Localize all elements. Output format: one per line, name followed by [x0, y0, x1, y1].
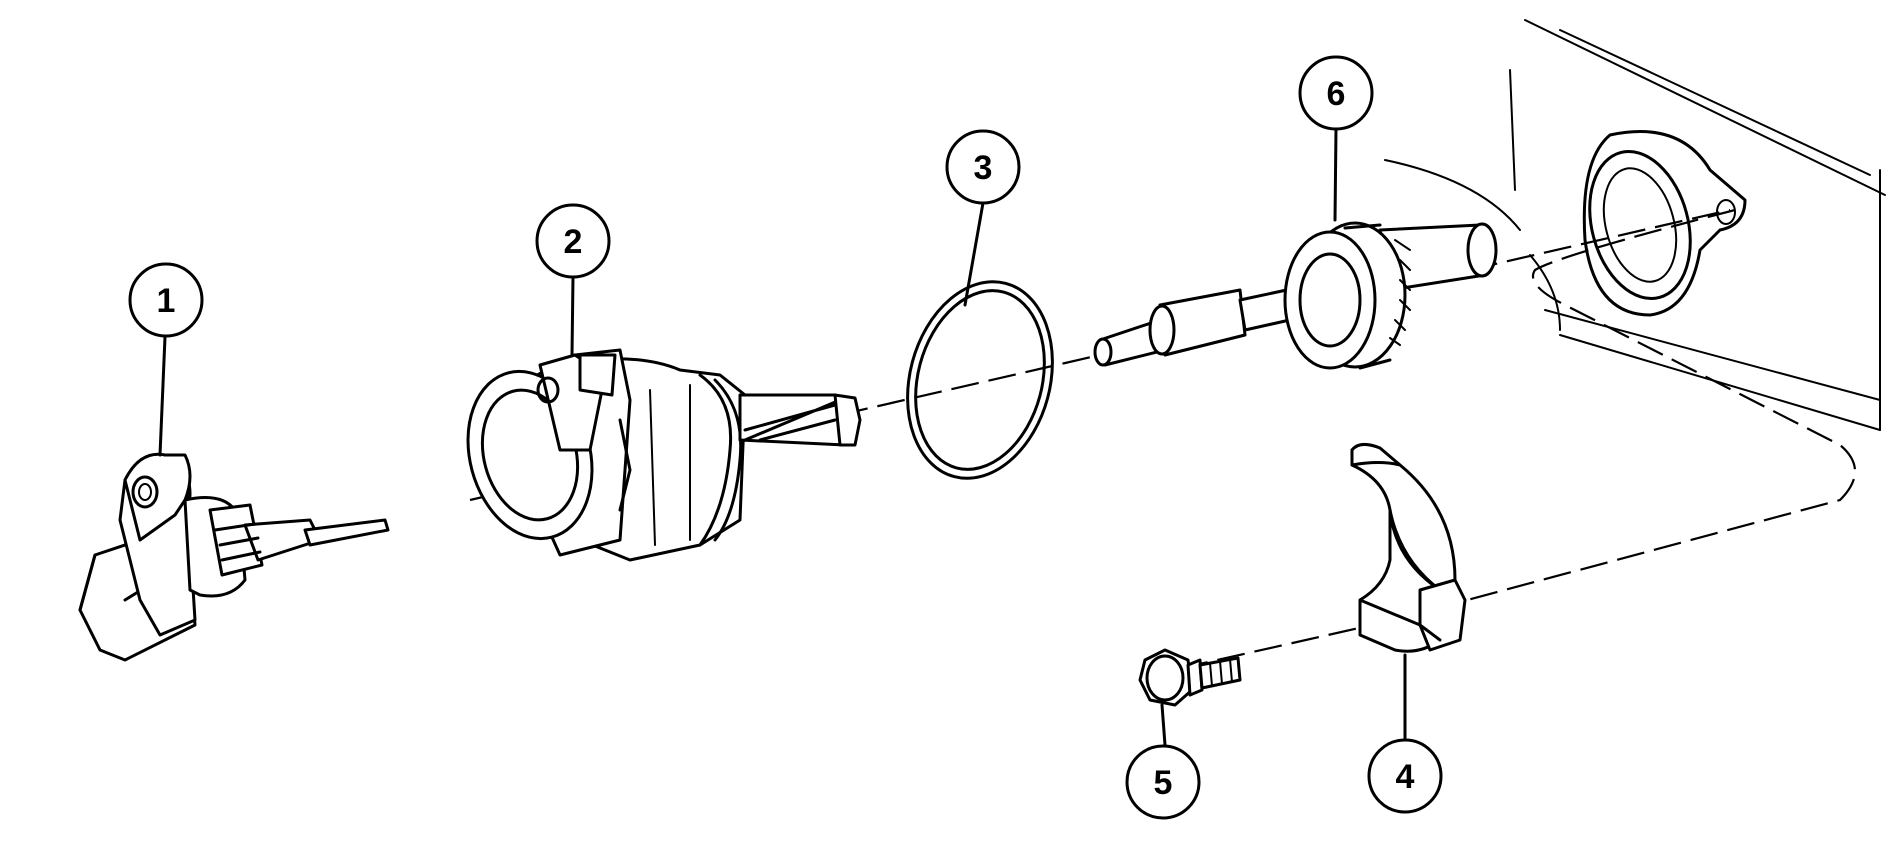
callout-6: 6 [1298, 55, 1374, 131]
speed-sensor-icon [78, 452, 390, 662]
callout-4: 4 [1367, 738, 1443, 814]
callout-4-label: 4 [1396, 758, 1415, 796]
sensor-housing-icon [466, 348, 862, 562]
callout-6-label: 6 [1327, 75, 1346, 113]
callout-2-label: 2 [564, 223, 583, 261]
bolt-icon [1138, 648, 1242, 707]
callout-1: 1 [128, 262, 204, 338]
callout-3: 3 [945, 129, 1021, 205]
callout-5-label: 5 [1154, 764, 1173, 802]
callout-5: 5 [1125, 744, 1201, 820]
callout-3-label: 3 [974, 149, 993, 187]
o-ring-icon [906, 280, 1054, 480]
leader-lines [158, 127, 1407, 747]
callout-2: 2 [535, 203, 611, 279]
driven-gear-icon [1093, 221, 1498, 370]
case-bore [1582, 130, 1747, 317]
callout-1-label: 1 [157, 282, 176, 320]
retainer-clip-icon [1350, 443, 1467, 653]
transmission-case [1384, 19, 1886, 431]
